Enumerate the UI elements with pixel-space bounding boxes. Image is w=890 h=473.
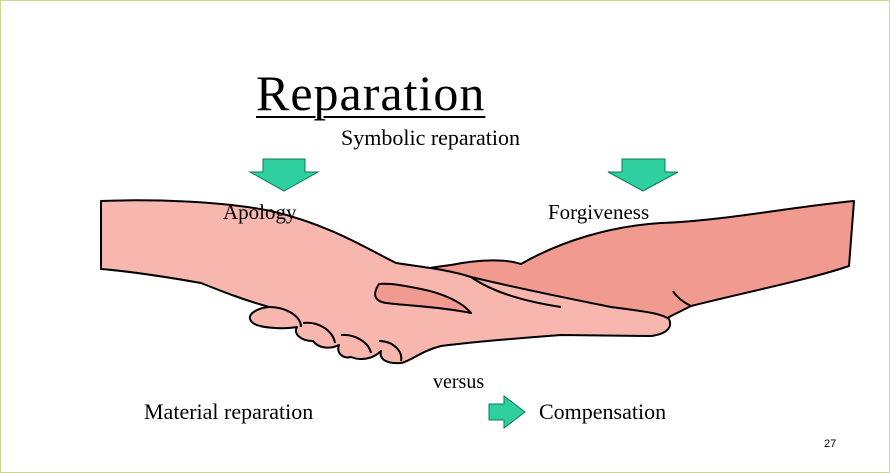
- subtitle-symbolic-reparation: Symbolic reparation: [341, 125, 520, 151]
- down-arrow-icon-left: [250, 159, 318, 191]
- label-compensation: Compensation: [539, 399, 666, 425]
- down-arrow-icon-right: [608, 159, 678, 191]
- label-forgiveness: Forgiveness: [548, 199, 649, 225]
- label-versus: versus: [433, 369, 484, 395]
- slide-title: Reparation: [256, 63, 485, 123]
- label-material-reparation: Material reparation: [144, 399, 313, 425]
- label-apology: Apology: [223, 199, 297, 225]
- right-arrow-icon: [489, 396, 525, 428]
- handshake-illustration: [101, 200, 854, 363]
- page-number: 27: [824, 438, 836, 450]
